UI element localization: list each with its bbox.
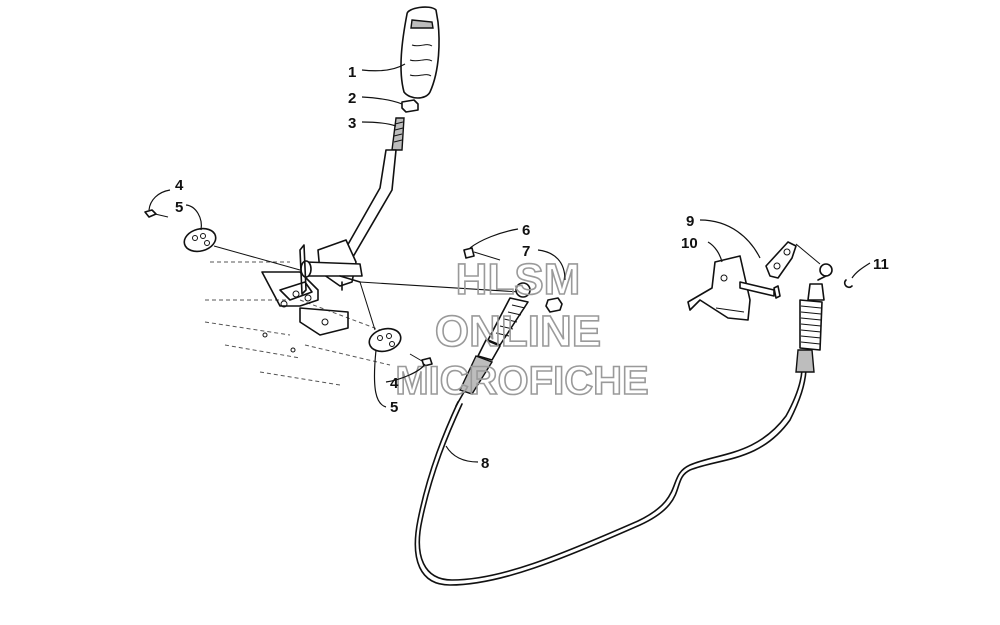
- watermark-line-2: ONLINE: [435, 307, 601, 356]
- watermark-line-1: HLSM: [456, 255, 581, 304]
- jam-nut: [401, 99, 419, 113]
- axis-line-clevis: [795, 243, 821, 265]
- callout-10: 10: [681, 235, 698, 252]
- washer-upper: [183, 227, 217, 253]
- shift-lever: [299, 117, 405, 295]
- callout-labels: 1 2 3 4 5 4 5 6 7 8 9 10 11: [175, 64, 889, 472]
- callout-9: 9: [686, 213, 694, 230]
- axis-line-upper: [213, 245, 301, 271]
- callout-1: 1: [348, 64, 356, 81]
- callout-6: 6: [522, 222, 530, 239]
- cable-clevis: [765, 241, 797, 279]
- axis-line-cable: [359, 281, 521, 293]
- callout-7: 7: [522, 243, 530, 260]
- shift-cable: [414, 263, 833, 586]
- callout-5-lower: 5: [390, 399, 398, 416]
- shift-knob: [400, 6, 440, 99]
- callout-4-lower: 4: [390, 375, 399, 392]
- callout-3: 3: [348, 115, 356, 132]
- axis-line-lower: [359, 281, 376, 331]
- callout-8: 8: [481, 455, 489, 472]
- callout-5-upper: 5: [175, 199, 183, 216]
- leader-lines: [148, 63, 871, 463]
- bolt: [463, 247, 501, 261]
- bracket-bolt: [739, 281, 781, 299]
- lock-nut: [545, 297, 563, 313]
- watermark: HLSM ONLINE MICROFICHE: [395, 254, 650, 404]
- screw-upper: [144, 209, 169, 218]
- watermark-line-3: MICROFICHE: [395, 359, 648, 403]
- mounting-frame: [204, 261, 391, 386]
- callout-2: 2: [348, 90, 356, 107]
- e-clip: [843, 279, 853, 289]
- washer-lower: [368, 327, 402, 353]
- callout-11: 11: [873, 256, 889, 273]
- callout-4-upper: 4: [175, 177, 184, 194]
- bracket: [687, 255, 751, 321]
